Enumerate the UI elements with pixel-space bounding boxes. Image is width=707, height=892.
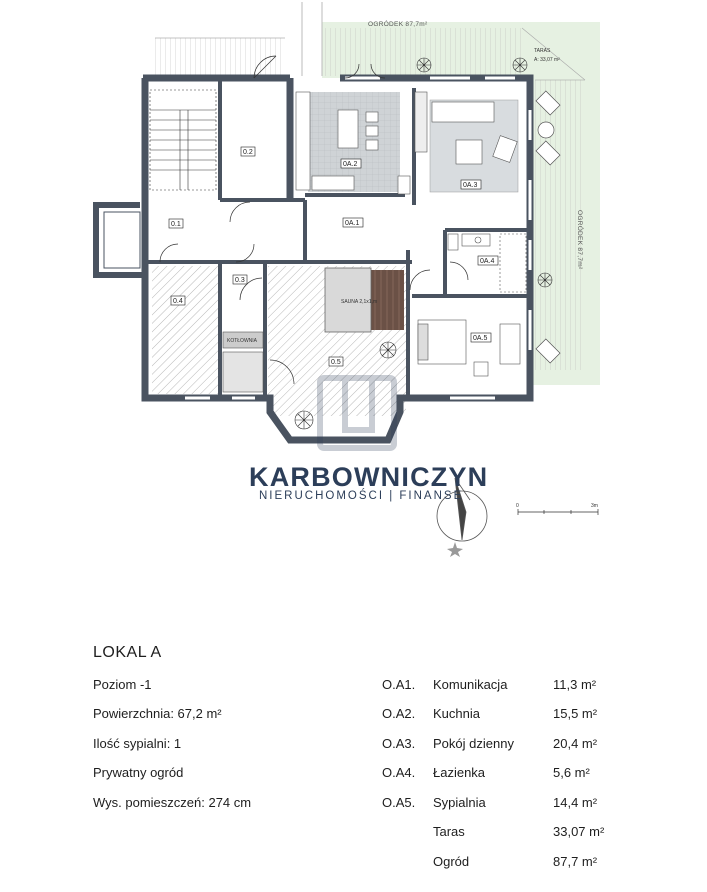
label-0-5: 0.5 (331, 359, 341, 366)
outdoor-stairs (155, 38, 285, 76)
label-0a-2: 0A.2 (343, 161, 358, 168)
room-name: Taras (433, 824, 465, 839)
scale-end: 3m (591, 503, 598, 509)
label-0a-1: 0A.1 (345, 220, 360, 227)
porch-walls (93, 202, 148, 278)
terrace-area-label: A: 33,07 m² (534, 57, 560, 63)
label-0-1: 0.1 (171, 221, 181, 228)
floor-plan: OGRÓDEK 87,7m² OGRÓDEK 87,7m² TARAS A: 3… (93, 2, 600, 557)
living-furniture (414, 91, 518, 165)
garden-right-label: OGRÓDEK 87,7m² (576, 210, 585, 270)
windows (185, 76, 532, 400)
garden-top-label: OGRÓDEK 87,7m² (368, 19, 428, 28)
terrace-label: TARAS (534, 48, 551, 54)
plants (294, 57, 553, 430)
room-code: O.A1. (382, 677, 416, 692)
scale-bar (517, 509, 599, 515)
room-code: O.A4. (382, 765, 416, 780)
room-name: Pokój dzienny (433, 736, 514, 751)
room-area: 5,6 m² (553, 765, 590, 780)
room-name: Komunikacja (433, 677, 508, 692)
label-0a-3: 0A.3 (463, 182, 478, 189)
sauna-room (324, 267, 372, 333)
room-labels: 0.1 0.2 0.3 0.4 0.5 0A.1 0A.2 0A.3 0A.4 … (168, 146, 499, 367)
detail-area: Powierzchnia: 67,2 m² (93, 706, 222, 721)
terrace-deck-top (322, 28, 522, 76)
label-0-3: 0.3 (235, 277, 245, 284)
detail-level: Poziom -1 (93, 677, 152, 692)
room-area: 87,7 m² (553, 854, 598, 869)
label-0a-4: 0A.4 (480, 258, 495, 265)
kitchen-furniture (295, 91, 411, 195)
label-0a-5: 0A.5 (473, 335, 488, 342)
sauna-bench (370, 270, 404, 330)
detail-bedrooms: Ilość sypialni: 1 (93, 736, 182, 751)
bedroom-furniture (417, 319, 521, 377)
room-0-4-hatch (152, 266, 220, 394)
detail-height: Wys. pomieszczeń: 274 cm (93, 795, 252, 810)
room-name: Łazienka (433, 765, 486, 780)
room-area: 14,4 m² (553, 795, 598, 810)
unit-title: LOKAL A (93, 644, 162, 661)
inner-walls (145, 78, 530, 398)
room-code: O.A3. (382, 736, 416, 751)
room-area: 15,5 m² (553, 706, 598, 721)
scale-start: 0 (516, 503, 519, 509)
outer-walls (141, 74, 534, 444)
detail-garden: Prywatny ogród (93, 765, 184, 780)
room-area: 20,4 m² (553, 736, 598, 751)
terrace-loungers (535, 90, 561, 364)
brand-tagline: NIERUCHOMOŚCI | FINANSE (259, 490, 464, 502)
watermark-logo-icon (317, 375, 397, 451)
bathroom-fixtures (447, 233, 527, 293)
compass-icon (436, 477, 488, 557)
room-area: 11,3 m² (553, 677, 597, 692)
brand-name: KARBOWNICZYN (249, 462, 489, 492)
staircase (149, 89, 217, 191)
label-0-2: 0.2 (243, 149, 253, 156)
doors (159, 55, 469, 385)
room-name: Sypialnia (433, 795, 486, 810)
room-area: 33,07 m² (553, 824, 605, 839)
room-name: Kuchnia (433, 706, 480, 721)
label-sauna: SAUNA 2,1x1,m (341, 299, 377, 305)
label-boiler: KOTŁOWNIA (227, 338, 258, 344)
room-code: O.A2. (382, 706, 416, 721)
room-code: O.A5. (382, 795, 416, 810)
bay-window (270, 410, 402, 442)
room-name: Ogród (433, 854, 470, 869)
label-0-4: 0.4 (173, 298, 183, 305)
